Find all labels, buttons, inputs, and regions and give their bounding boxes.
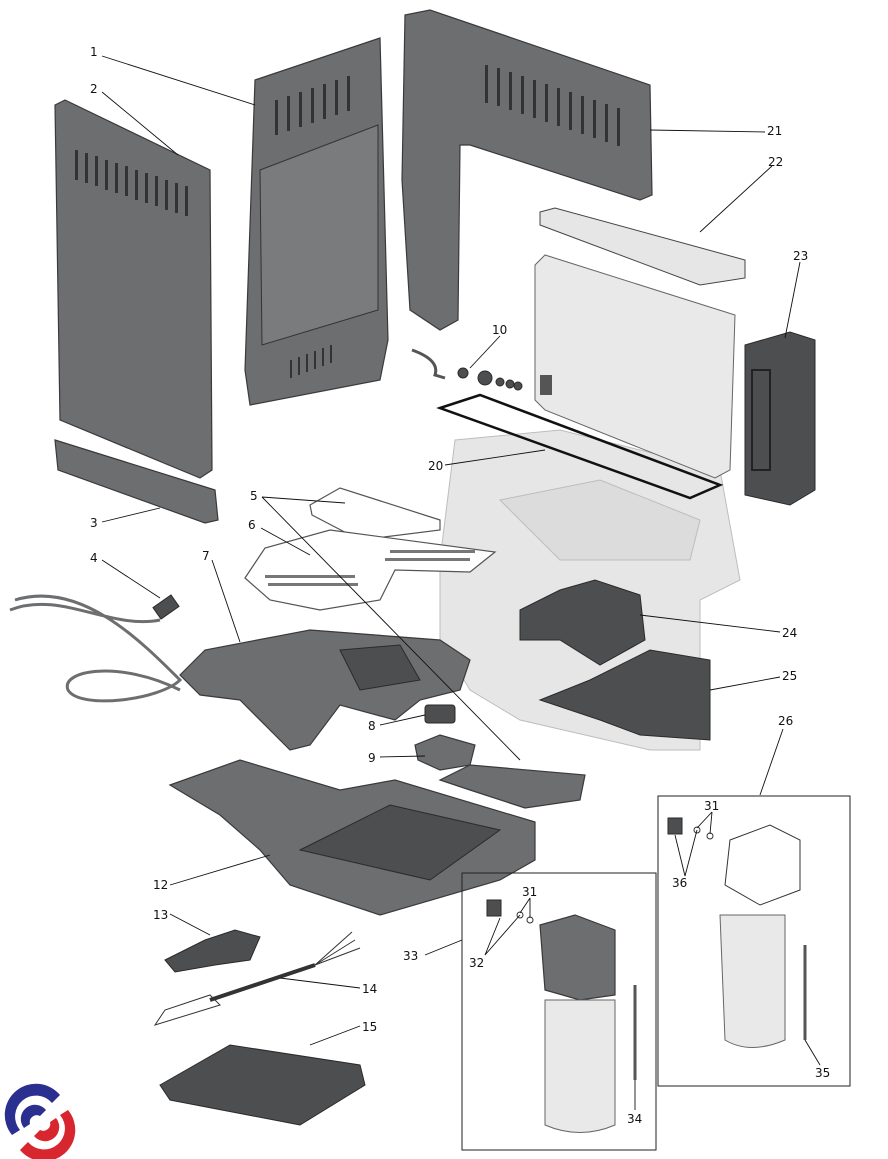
label-4: 4	[90, 551, 98, 565]
part-12-drip-tray	[168, 759, 536, 916]
label-13: 13	[153, 908, 168, 922]
label-35: 35	[815, 1066, 830, 1080]
milk-jug-right	[667, 817, 807, 1048]
label-9: 9	[368, 751, 376, 765]
label-5: 5	[250, 489, 258, 503]
label-26: 26	[778, 714, 793, 728]
label-3: 3	[90, 516, 98, 530]
part-22-lid	[539, 207, 746, 286]
label-8: 8	[368, 719, 376, 733]
part-24-chute	[519, 579, 646, 666]
part-4-power-cord	[9, 594, 183, 703]
brand-logo	[4, 1083, 76, 1159]
part-20-seal	[436, 393, 724, 500]
label-2: 2	[90, 82, 98, 96]
part-1-back-panel	[244, 37, 389, 406]
label-31-left: 31	[522, 885, 537, 899]
label-15: 15	[362, 1020, 377, 1034]
part-21-top-cover	[401, 9, 653, 331]
label-31-right: 31	[704, 799, 719, 813]
milk-jug-left	[486, 899, 637, 1133]
label-24: 24	[782, 626, 797, 640]
label-20: 20	[428, 459, 443, 473]
label-23: 23	[793, 249, 808, 263]
label-33: 33	[403, 949, 418, 963]
part-10-fitting	[411, 348, 523, 391]
part-5-plate	[309, 487, 441, 541]
label-10: 10	[492, 323, 507, 337]
part-3-trim	[54, 439, 219, 524]
part-23-block	[744, 331, 816, 506]
label-22: 22	[768, 155, 783, 169]
inset-frame-left	[461, 872, 657, 1151]
part-2-side-panel	[54, 99, 213, 479]
part-13-scoop	[164, 929, 261, 973]
label-25: 25	[782, 669, 797, 683]
part-25-duct	[538, 649, 711, 741]
label-32: 32	[469, 956, 484, 970]
label-36: 36	[672, 876, 687, 890]
part-9-holder	[414, 734, 476, 771]
label-14: 14	[362, 982, 377, 996]
part-5-grid	[438, 764, 586, 809]
label-12: 12	[153, 878, 168, 892]
label-1: 1	[90, 45, 98, 59]
label-6: 6	[248, 518, 256, 532]
label-34: 34	[627, 1112, 642, 1126]
part-8-block	[424, 704, 456, 724]
part-14-brush	[153, 931, 361, 1026]
leader-lines	[101, 55, 821, 1110]
inset-frame-right	[657, 795, 851, 1087]
part-7-base	[179, 629, 471, 751]
label-21: 21	[767, 124, 782, 138]
part-15-tray	[159, 1044, 366, 1126]
label-7: 7	[202, 549, 210, 563]
water-tank	[534, 254, 736, 479]
